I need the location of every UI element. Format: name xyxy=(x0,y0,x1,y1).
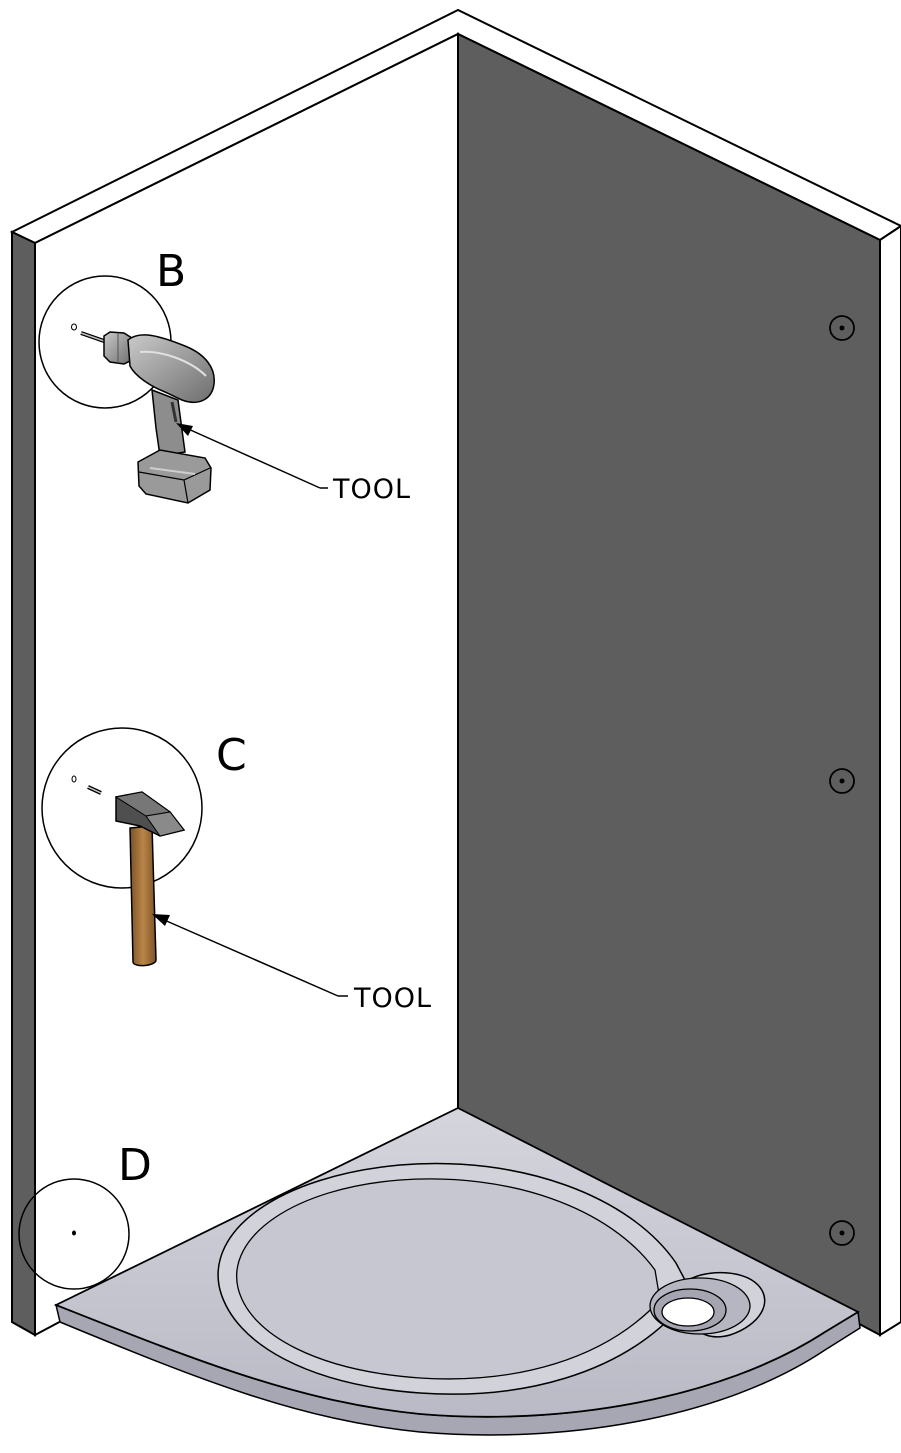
shower-tray-basin xyxy=(236,1178,661,1380)
right-panel-holes xyxy=(829,315,855,1246)
fixing-hole-middle xyxy=(829,768,855,794)
fixing-hole-bottom xyxy=(829,1220,855,1246)
callout-c-circle xyxy=(41,727,203,889)
hammer-icon xyxy=(114,791,186,967)
screw-icon xyxy=(80,331,105,343)
drill-tool-label: TOOL xyxy=(332,474,411,505)
left-wall-panel-edge xyxy=(11,230,36,1337)
callout-c-letter: C xyxy=(216,730,247,781)
wall-plug-icon xyxy=(87,785,102,795)
callout-b: B TOOL xyxy=(38,246,411,505)
drain-hole-icon xyxy=(661,1297,715,1327)
fixing-hole-top xyxy=(829,315,855,341)
callout-b-letter: B xyxy=(156,246,186,297)
callout-d: D xyxy=(18,1140,152,1290)
callout-d-letter: D xyxy=(118,1140,152,1191)
drill-icon xyxy=(103,331,215,504)
callout-c: C TOOL xyxy=(41,727,432,1014)
screw-hole-icon xyxy=(71,323,77,331)
wall-panels xyxy=(9,8,901,1337)
hammer-tool-label: TOOL xyxy=(353,983,432,1014)
callout-d-circle xyxy=(18,1178,130,1290)
hammer-tool-leader xyxy=(152,914,348,997)
shower-tray xyxy=(53,1106,861,1436)
fixing-point-icon xyxy=(72,1230,76,1236)
nail-hole-icon xyxy=(71,775,77,783)
right-wall-panel-edge xyxy=(879,224,901,1337)
drill-tool-leader xyxy=(176,423,328,489)
